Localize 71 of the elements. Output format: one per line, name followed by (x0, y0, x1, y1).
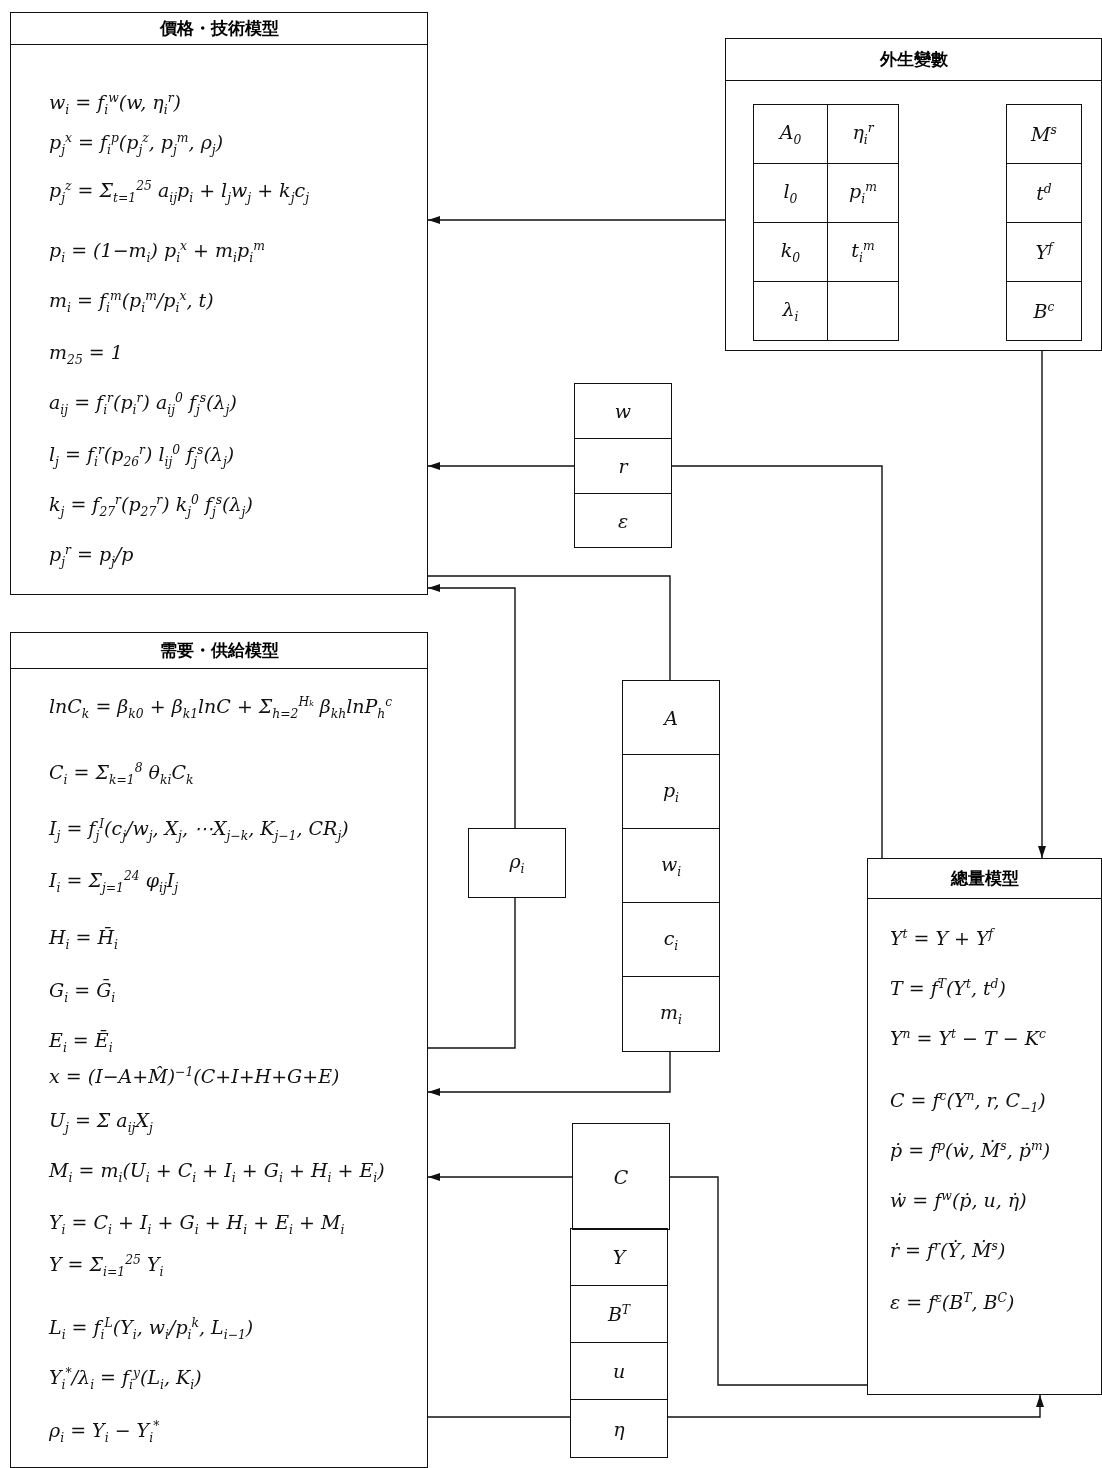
equation: Y$_{i}$ = C$_{i}$ + I$_{i}$ + G$_{i}$ + H$_{i}$ + E$_{i}$ + M$_{i}$ (49, 1211, 345, 1237)
equation: l$_{j}$ = f$_{i}$$^{r}$(p$_{26}$$^{r}$) l$_{ij}$$^{0}$ f$_{j}$$^{s}$(λ$_{j}$) (49, 443, 235, 470)
equation: C$_{i}$ = Σ$_{k=1}$$^{8}$ θ$_{ki}$C$_{k}$ (49, 761, 194, 788)
equation: Y$^{n}$ = Y$^{t}$ − T − K$^{c}$ (890, 1027, 1046, 1050)
arrow (427, 216, 726, 224)
arrow (427, 1173, 573, 1181)
equation: ε = f$^{ε}$(B$^{T}$, B$^{C}$) (890, 1291, 1015, 1314)
variable-cell: u (570, 1342, 668, 1400)
variable-cell: B$^{T}$ (570, 1285, 668, 1343)
variable-cell: M$^{s}$ (1006, 104, 1082, 164)
variable-cell: t$^{d}$ (1006, 163, 1082, 223)
equation: w$_{i}$ = f$_{i}$$^{w}$(w, η$_{i}$$^{r}$) (49, 91, 181, 118)
model-box (725, 38, 1102, 351)
equation: L$_{i}$ = f$_{i}$$^{L}$(Y$_{i}$, w$_{i}$/p$_{i}$$^{k}$, L$_{i−1}$) (49, 1316, 254, 1343)
empty-cell (827, 281, 899, 341)
variable-cell: A (622, 680, 720, 755)
equation: p$_{j}$$^{x}$ = f$_{i}$$^{p}$(p$_{j}$$^{z}$, p$_{j}$$^{m}$, ρ$_{j}$) (49, 131, 224, 158)
equation: a$_{ij}$ = f$_{i}$$^{r}$(p$_{i}$$^{r}$) a$_{ij}$$^{0}$ f$_{j}$$^{s}$(λ$_{j}$) (49, 391, 237, 418)
connector-line (427, 575, 671, 681)
box-title: 需要・供給模型 (11, 633, 427, 669)
equation: G$_{i}$ = Ḡ$_{i}$ (49, 979, 116, 1005)
variable-cell: A$_{0}$ (753, 104, 828, 164)
variable-cell: p$_{i}$ (622, 754, 720, 829)
variable-cell: w (574, 383, 672, 439)
equation: I$_{i}$ = Σ$_{j=1}$$^{24}$ φ$_{ij}$I$_{j}$ (49, 869, 179, 896)
variable-cell: w$_{i}$ (622, 828, 720, 903)
equation: I$_{j}$ = f$_{j}$$^{I}$(c$_{j}$/w$_{j}$, X$_{j}$, ⋯X$_{j−k}$, K$_{j−1}$, CR$_{j}$) (49, 817, 349, 844)
variable-cell: ρ$_{i}$ (468, 828, 566, 898)
variable-cell: Y (570, 1228, 668, 1286)
box-title: 價格・技術模型 (11, 13, 427, 45)
equation: m$_{i}$ = f$_{i}$$^{m}$(p$_{i}$$^{m}$/p$_{i}$$^{x}$, t) (49, 289, 214, 316)
connector-line (427, 1416, 571, 1418)
model-box (867, 858, 1102, 1395)
equation: ẇ = f$^{w}$(ṗ, u, η̇) (890, 1189, 1027, 1212)
variable-cell: c$_{i}$ (622, 902, 720, 977)
equation: p$_{j}$$^{r}$ = p$_{j}$/p (49, 543, 134, 570)
arrow (427, 584, 516, 829)
variable-cell: C (572, 1123, 670, 1230)
equation: M$_{i}$ = m$_{i}$(U$_{i}$ + C$_{i}$ + I$_{i}$ + G$_{i}$ + H$_{i}$ + E$_{i}$) (49, 1159, 385, 1185)
equation: Y = Σ$_{i=1}$$^{25}$ Y$_{i}$ (49, 1253, 164, 1280)
arrow (667, 1394, 1044, 1418)
variable-cell: r (574, 438, 672, 494)
variable-cell: B$^{c}$ (1006, 281, 1082, 341)
variable-cell: λ$_{i}$ (753, 281, 828, 341)
equation: x = (I−A+M̂)$^{−1}$(C+I+H+G+E) (49, 1065, 340, 1088)
box-title: 外生變數 (726, 39, 1101, 81)
variable-cell: m$_{i}$ (622, 976, 720, 1052)
equation: E$_{i}$ = Ē$_{i}$ (49, 1029, 113, 1055)
connector-line (669, 1176, 868, 1386)
equation: H$_{i}$ = H̄$_{i}$ (49, 926, 119, 952)
variable-cell: η (570, 1399, 668, 1458)
arrow (1038, 350, 1046, 859)
variable-cell: ε (574, 493, 672, 548)
arrow (427, 462, 575, 470)
equation: Y$_{i}$$^{*}$/λ$_{i}$ = f$_{i}$$^{y}$(L$_{i}$, K$_{i}$) (49, 1366, 202, 1393)
connector-line (427, 897, 516, 1049)
equation: k$_{j}$ = f$_{27}$$^{r}$(p$_{27}$$^{r}$) k$_{j}$$^{0}$ f$_{j}$$^{s}$(λ$_{j}$) (49, 493, 253, 520)
model-box (10, 632, 428, 1468)
arrow (427, 1051, 671, 1096)
model-box (10, 12, 428, 595)
equation: m$_{25}$ = 1 (49, 341, 123, 367)
equation: Y$^{t}$ = Y + Y$^{f}$ (890, 927, 994, 950)
equation: ṗ = f$^{p}$(ẇ, Ṁ$^{s}$, ṗ$^{m}$) (890, 1139, 1051, 1162)
equation: C = f$^{c}$(Y$^{n}$, r, C$_{−1}$) (890, 1089, 1046, 1116)
equation: ṙ = f$^{r}$(Ẏ, Ṁ$^{s}$) (890, 1239, 1006, 1262)
equation: p$_{j}$$^{z}$ = Σ$_{t=1}$$^{25}$ a$_{ij}$p$_{i}$ + l$_{j}$w$_{j}$ + k$_{j}$c$_{j}$ (49, 179, 309, 206)
box-title: 總量模型 (868, 859, 1101, 899)
variable-cell: Y$^{f}$ (1006, 222, 1082, 282)
connector-line (671, 465, 883, 859)
equation: T = f$^{T}$(Y$^{t}$, t$^{d}$) (890, 977, 1006, 1000)
equation: U$_{j}$ = Σ a$_{ij}$X$_{j}$ (49, 1109, 153, 1135)
